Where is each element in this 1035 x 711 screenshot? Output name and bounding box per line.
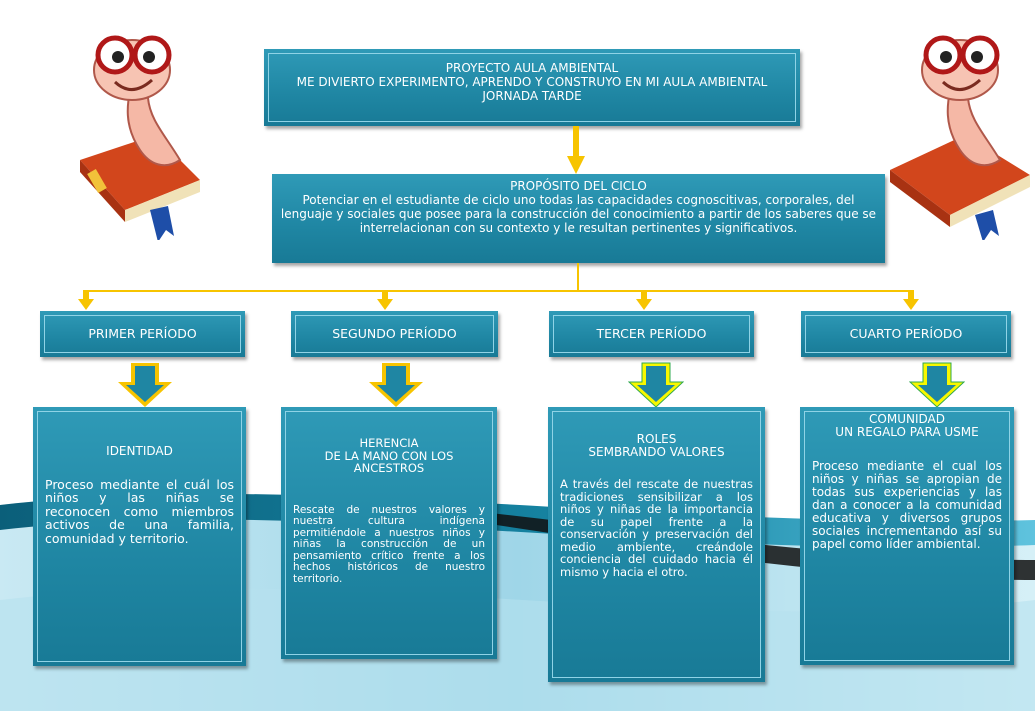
project-title-line3: JORNADA TARDE	[482, 89, 582, 103]
down-arrow-icon	[78, 290, 94, 310]
down-arrow-icon	[628, 362, 684, 408]
period-label: TERCER PERÍODO	[596, 326, 707, 341]
bookworm-mascot-icon	[890, 35, 1030, 240]
period-box-1: PRIMER PERÍODO	[40, 311, 245, 357]
period-detail-box-1: IDENTIDAD Proceso mediante el cuál los n…	[33, 407, 246, 666]
period-detail-box-2: HERENCIA DE LA MANO CON LOS ANCESTROS Re…	[281, 407, 497, 659]
period-box-2: SEGUNDO PERÍODO	[291, 311, 498, 357]
down-arrow-icon	[909, 362, 965, 408]
period-detail-heading: HERENCIA DE LA MANO CON LOS ANCESTROS	[324, 436, 454, 475]
cycle-purpose-text: Potenciar en el estudiante de ciclo uno …	[280, 193, 877, 235]
cycle-purpose-box: PROPÓSITO DEL CICLO Potenciar en el estu…	[272, 174, 885, 263]
period-box-4: CUARTO PERÍODO	[801, 311, 1011, 357]
period-detail-heading: COMUNIDAD UN REGALO PARA USME	[835, 412, 979, 439]
period-label: CUARTO PERÍODO	[849, 326, 963, 341]
project-title-line1: PROYECTO AULA AMBIENTAL	[445, 61, 619, 75]
down-arrow-icon	[636, 290, 652, 310]
period-label: PRIMER PERÍODO	[88, 326, 197, 341]
period-detail-heading: IDENTIDAD	[106, 444, 173, 458]
project-title-box: PROYECTO AULA AMBIENTAL ME DIVIERTO EXPE…	[264, 49, 800, 126]
period-label: SEGUNDO PERÍODO	[332, 326, 457, 341]
connector-horizontal	[86, 290, 912, 292]
down-arrow-icon	[369, 363, 423, 407]
period-detail-box-3: ROLES SEMBRANDO VALORES A través del res…	[548, 407, 765, 682]
down-arrow-icon	[377, 290, 393, 310]
period-detail-text: Rescate de nuestros valores y nuestra cu…	[293, 503, 485, 585]
down-arrow-icon	[118, 363, 172, 407]
period-detail-text: Proceso mediante el cual los niños y niñ…	[812, 459, 1002, 551]
period-box-3: TERCER PERÍODO	[549, 311, 754, 357]
connector-vertical	[577, 263, 579, 291]
period-detail-text: A través del rescate de nuestras tradici…	[560, 477, 753, 579]
bookworm-mascot-icon	[80, 35, 200, 240]
down-arrow-icon	[567, 126, 585, 174]
period-detail-text: Proceso mediante el cuál los niños y las…	[45, 476, 234, 546]
down-arrow-icon	[903, 290, 919, 310]
cycle-purpose-heading: PROPÓSITO DEL CICLO	[510, 179, 647, 193]
period-detail-box-4: COMUNIDAD UN REGALO PARA USME Proceso me…	[800, 407, 1014, 665]
period-detail-heading: ROLES SEMBRANDO VALORES	[588, 432, 725, 459]
project-title-line2: ME DIVIERTO EXPERIMENTO, APRENDO Y CONST…	[296, 75, 768, 89]
